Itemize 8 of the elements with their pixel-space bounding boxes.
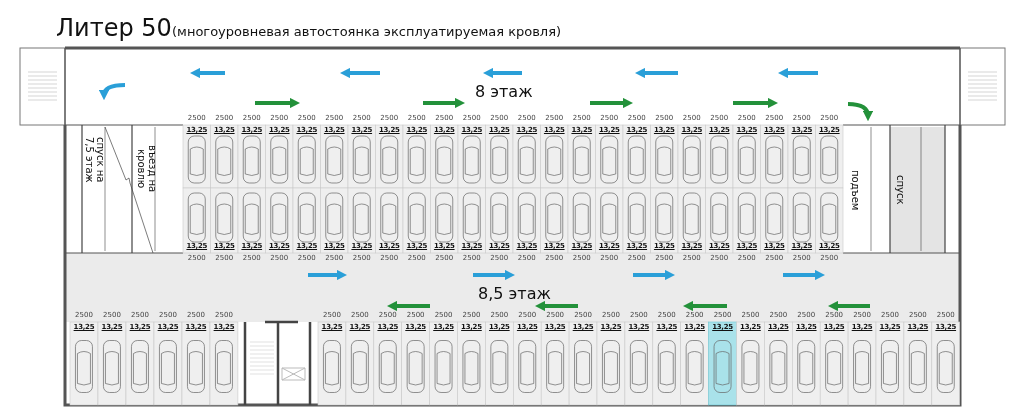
floor-label: 8,5 этаж [478,286,551,302]
ramp-label: спуск на 7,5 этаж [84,136,106,185]
ramp-label: подъем [850,168,861,213]
ramp-label: спуск [895,174,906,207]
ramp-label: въезд на кровлю [136,144,158,195]
title: Литер 50 [56,16,172,40]
floor-label: 8 этаж [475,84,533,100]
subtitle: (многоуровневая автостоянка эксплуатируемая кровля) [172,25,562,38]
